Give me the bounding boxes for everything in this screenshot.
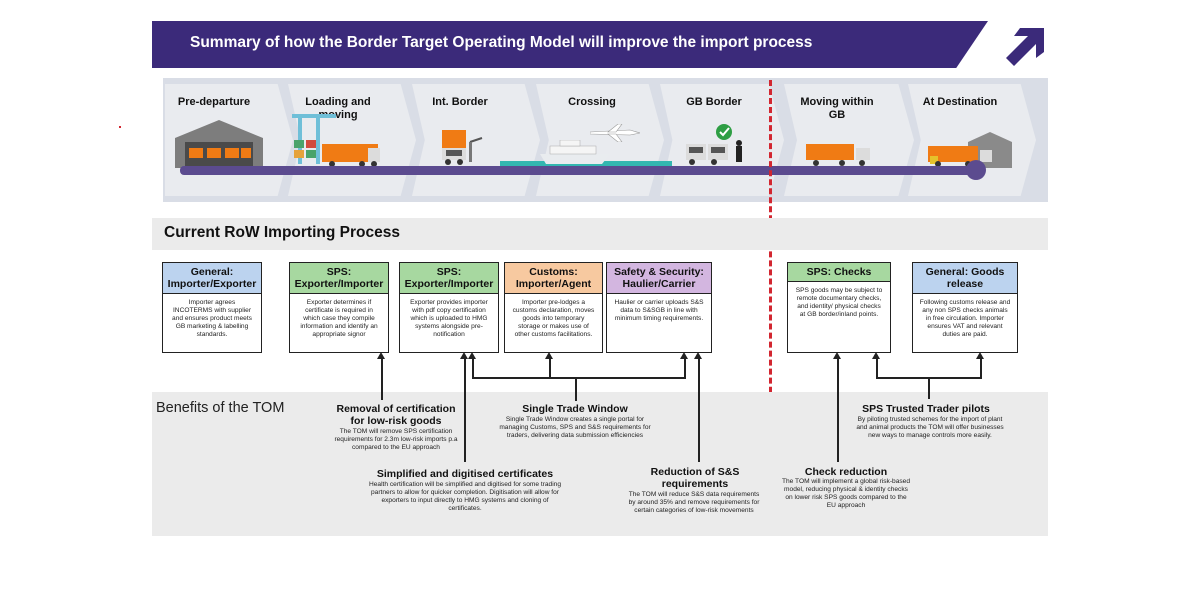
connector-line (549, 358, 551, 378)
connector-line (472, 377, 686, 379)
process-box-general-importer: General: Importer/Exporter Importer agre… (162, 262, 262, 353)
arrow-head-icon (545, 352, 553, 359)
port-crane-icon (292, 114, 380, 167)
stage-label: Moving within GB (800, 96, 874, 121)
process-box-body: Exporter determines if certificate is re… (300, 299, 378, 338)
benefit-description: The TOM will remove SPS certification re… (334, 428, 458, 451)
process-box-header: Safety & Security: Haulier/Carrier (607, 263, 711, 294)
benefit-description: The TOM will implement a global risk-bas… (781, 478, 911, 509)
benefit-description: Health certification will be simplified … (368, 481, 562, 512)
process-box-sps-checks: SPS: Checks SPS goods may be subject to … (787, 262, 891, 353)
stage-chevron (660, 84, 784, 196)
benefit-description: The TOM will reduce S&S data requirement… (628, 491, 760, 514)
stage-chevron (536, 84, 664, 196)
arrow-head-icon (872, 352, 880, 359)
arrow-head-icon (833, 352, 841, 359)
process-box-body: Haulier or carrier uploads S&S data to S… (614, 299, 704, 322)
brand-arrow-icon (1006, 28, 1044, 66)
arrow-head-icon (976, 352, 984, 359)
benefit-description: Single Trade Window creates a single por… (499, 416, 651, 439)
process-box-header: SPS: Exporter/Importer (400, 263, 498, 294)
benefit-description: By piloting trusted schemes for the impo… (856, 416, 1004, 439)
stage-label: GB Border (686, 96, 742, 108)
airplane-icon (590, 124, 640, 142)
inland-truck-icon (806, 144, 870, 166)
process-box-body: Following customs release and any non SP… (919, 299, 1011, 338)
connector-line (928, 377, 930, 399)
process-box-sps-exporter-2: SPS: Exporter/Importer Exporter provides… (399, 262, 499, 353)
process-box-header: Customs: Importer/Agent (505, 263, 602, 294)
arrow-head-icon (468, 352, 476, 359)
destination-warehouse-icon (928, 132, 1012, 168)
arrow-head-icon (460, 352, 468, 359)
stage-chevron (784, 84, 914, 196)
benefits-band (152, 392, 1048, 536)
arrow-head-icon (377, 352, 385, 359)
stage-label: At Destination (922, 96, 998, 108)
current-process-band (152, 218, 1048, 250)
title-banner (152, 21, 988, 68)
connector-line (698, 358, 700, 462)
process-box-header: General: Importer/Exporter (163, 263, 261, 294)
connector-line (980, 358, 982, 378)
gb-border-divider (769, 80, 772, 528)
process-box-header: General: Goods release (913, 263, 1017, 294)
process-box-header: SPS: Exporter/Importer (290, 263, 388, 294)
arrow-head-icon (694, 352, 702, 359)
ferry-icon (540, 140, 610, 164)
process-box-body: Importer agrees INCOTERMS with supplier … (172, 299, 252, 338)
process-box-body: Exporter provides importer with pdf copy… (410, 299, 488, 338)
journey-route-endpoint (966, 160, 986, 180)
connector-line (837, 358, 839, 462)
stage-label: Int. Border (432, 96, 488, 108)
benefit-title: Reduction of S&S requirements (650, 466, 740, 490)
connector-line (472, 358, 474, 378)
stage-label: Pre-departure (177, 96, 251, 108)
benefits-title: Benefits of the TOM (156, 400, 285, 416)
benefit-title: SPS Trusted Trader pilots (862, 403, 990, 415)
process-box-header: SPS: Checks (788, 263, 890, 282)
current-process-title: Current RoW Importing Process (164, 224, 400, 241)
border-truck-icon (442, 130, 483, 165)
benefit-title: Single Trade Window (522, 403, 628, 415)
process-box-body: SPS goods may be subject to remote docum… (795, 287, 883, 318)
connector-line (381, 358, 383, 400)
process-box-body: Importer pre-lodges a customs declaratio… (512, 299, 595, 338)
arrow-head-icon (680, 352, 688, 359)
benefit-title: Removal of certification for low-risk go… (336, 403, 456, 427)
warehouse-icon (175, 120, 263, 168)
process-box-customs: Customs: Importer/Agent Importer pre-lod… (504, 262, 603, 353)
gb-border-check-icon (686, 124, 742, 165)
benefit-title: Simplified and digitised certificates (376, 468, 554, 480)
process-box-goods-release: General: Goods release Following customs… (912, 262, 1018, 353)
journey-route-line (180, 166, 972, 175)
connector-line (876, 358, 878, 378)
process-box-safety-security: Safety & Security: Haulier/Carrier Hauli… (606, 262, 712, 353)
connector-line (464, 358, 466, 462)
stage-label: Crossing (568, 96, 616, 108)
process-box-sps-exporter-1: SPS: Exporter/Importer Exporter determin… (289, 262, 389, 353)
connector-line (575, 377, 577, 401)
connector-line (684, 358, 686, 378)
stray-mark (119, 126, 121, 128)
benefit-title: Check reduction (804, 466, 888, 478)
page-title: Summary of how the Border Target Operati… (190, 34, 813, 51)
